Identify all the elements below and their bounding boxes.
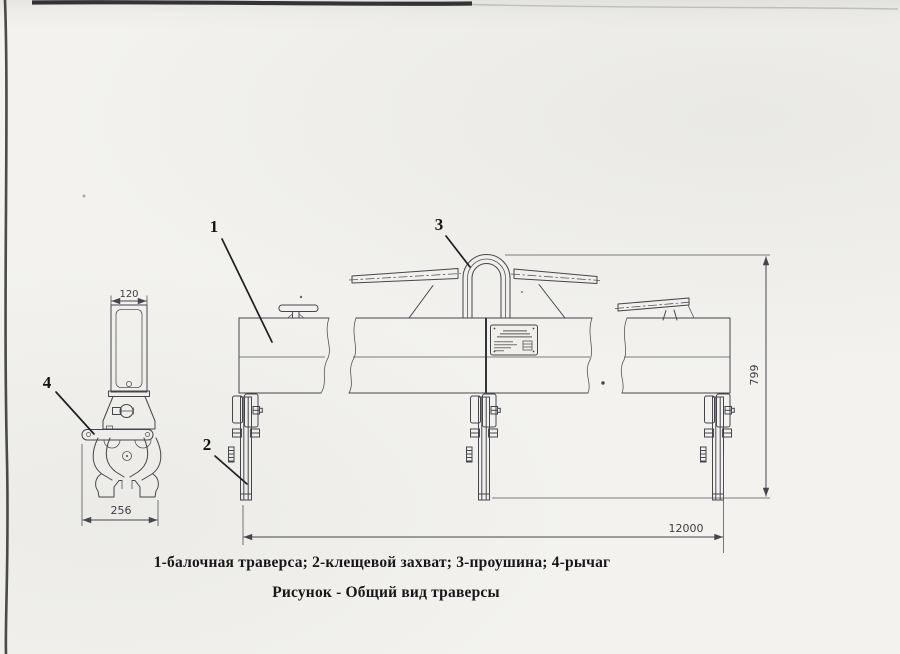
traverse-main-view: 799 12000 1 3 2 — [203, 215, 770, 553]
clamp-detail-view: 120 — [43, 289, 162, 526]
grab-head — [102, 396, 156, 430]
clamp-grab-left — [228, 393, 263, 501]
scan-artifacts — [3, 0, 899, 654]
dim-120-label: 120 — [119, 289, 138, 300]
dim-256-label: 256 — [111, 504, 132, 517]
grab-claws — [92, 437, 162, 498]
caption-part-list: 1-балочная траверса; 2-клещевой захват; … — [154, 554, 611, 571]
part-label-lever: 4 — [43, 373, 52, 392]
dim-12000-label: 12000 — [669, 522, 704, 535]
figure-captions: 1-балочная траверса; 2-клещевой захват; … — [154, 554, 611, 601]
leader-line-1 — [221, 238, 273, 343]
caption-figure-title: Рисунок - Общий вид траверсы — [272, 584, 500, 601]
clamp-grab-center — [466, 393, 501, 501]
leader-line-2 — [214, 455, 248, 485]
part-label-eye: 3 — [435, 215, 444, 234]
part-label-clamp: 2 — [203, 435, 212, 454]
dimension-traverse-height: 799 — [492, 254, 770, 499]
nameplate — [490, 324, 538, 356]
grab-shackle-bar — [108, 304, 150, 397]
lifting-eye — [462, 254, 511, 319]
clamp-grab-right — [700, 393, 735, 501]
dimension-traverse-length: 12000 — [242, 455, 724, 553]
dimension-grab-top-width: 120 — [110, 289, 148, 307]
grab-lever — [81, 425, 154, 441]
part-label-beam: 1 — [210, 217, 219, 236]
dimension-grab-jaw-width: 256 — [81, 444, 159, 526]
top-wing-plates — [348, 268, 601, 319]
beam-left-segment — [238, 304, 330, 394]
beam-center-segment — [348, 317, 593, 394]
leader-line-4 — [55, 391, 95, 435]
beam-right-segment — [614, 297, 731, 394]
dim-799-label: 799 — [748, 365, 761, 386]
leader-line-3 — [445, 235, 471, 268]
